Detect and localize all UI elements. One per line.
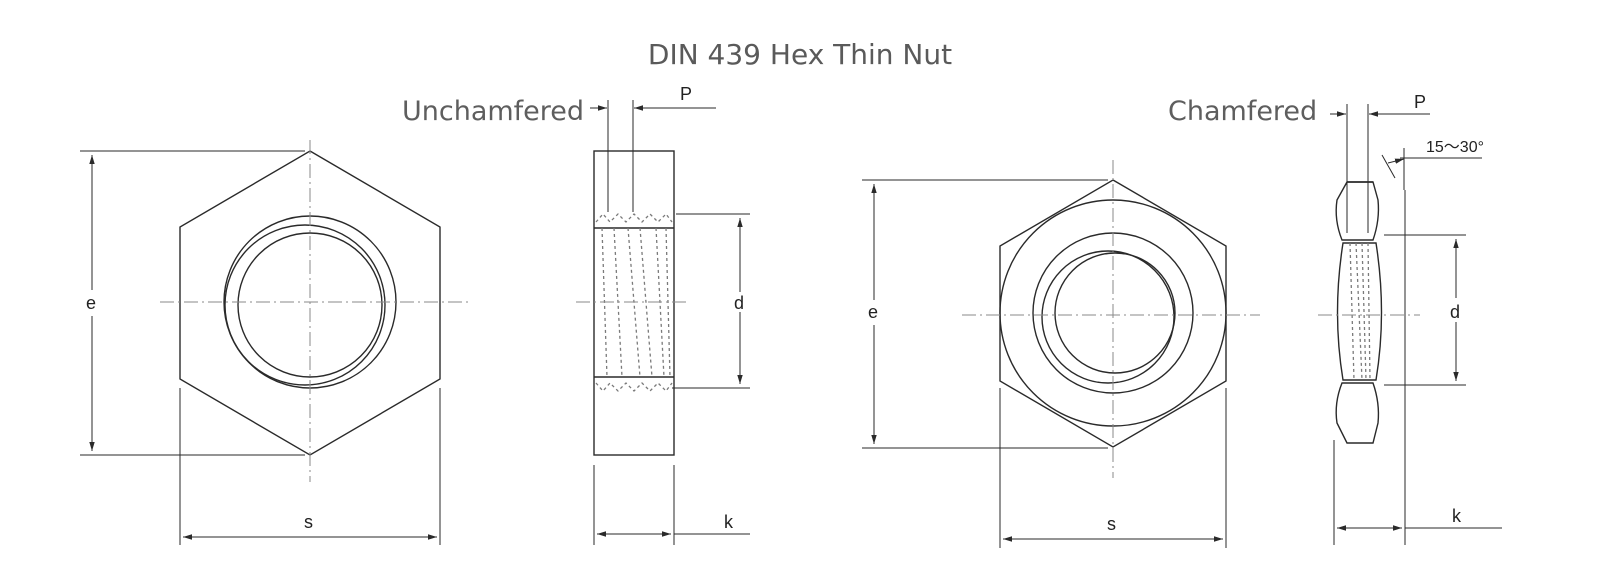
dim-label-angle: 15～30°: [1426, 139, 1484, 156]
diagram-title: DIN 439 Hex Thin Nut: [647, 38, 953, 71]
chamfered-side-view: P 15～30° d k: [1318, 92, 1502, 545]
dim-label-d: d: [1450, 302, 1460, 322]
unchamfered-front-view: e s: [80, 140, 470, 545]
dim-label-p: P: [680, 84, 692, 104]
unchamfered-side-view: P d k: [576, 84, 750, 545]
bore-circle: [1054, 252, 1176, 374]
dim-label-s: s: [1107, 514, 1116, 534]
chamfered-heading: Chamfered: [1168, 96, 1318, 127]
dim-label-k: k: [1452, 506, 1462, 526]
hexagon-outline: [999, 179, 1227, 448]
dim-label-e: e: [86, 293, 96, 313]
chamfered-front-view: e s: [862, 160, 1260, 548]
dim-label-e: e: [868, 302, 878, 322]
unchamfered-heading: Unchamfered: [402, 96, 585, 127]
dim-label-d: d: [734, 293, 744, 313]
bore-circle: [237, 232, 383, 378]
dim-label-s: s: [304, 512, 313, 532]
dim-label-p: P: [1414, 92, 1426, 112]
dim-label-k: k: [724, 512, 734, 532]
